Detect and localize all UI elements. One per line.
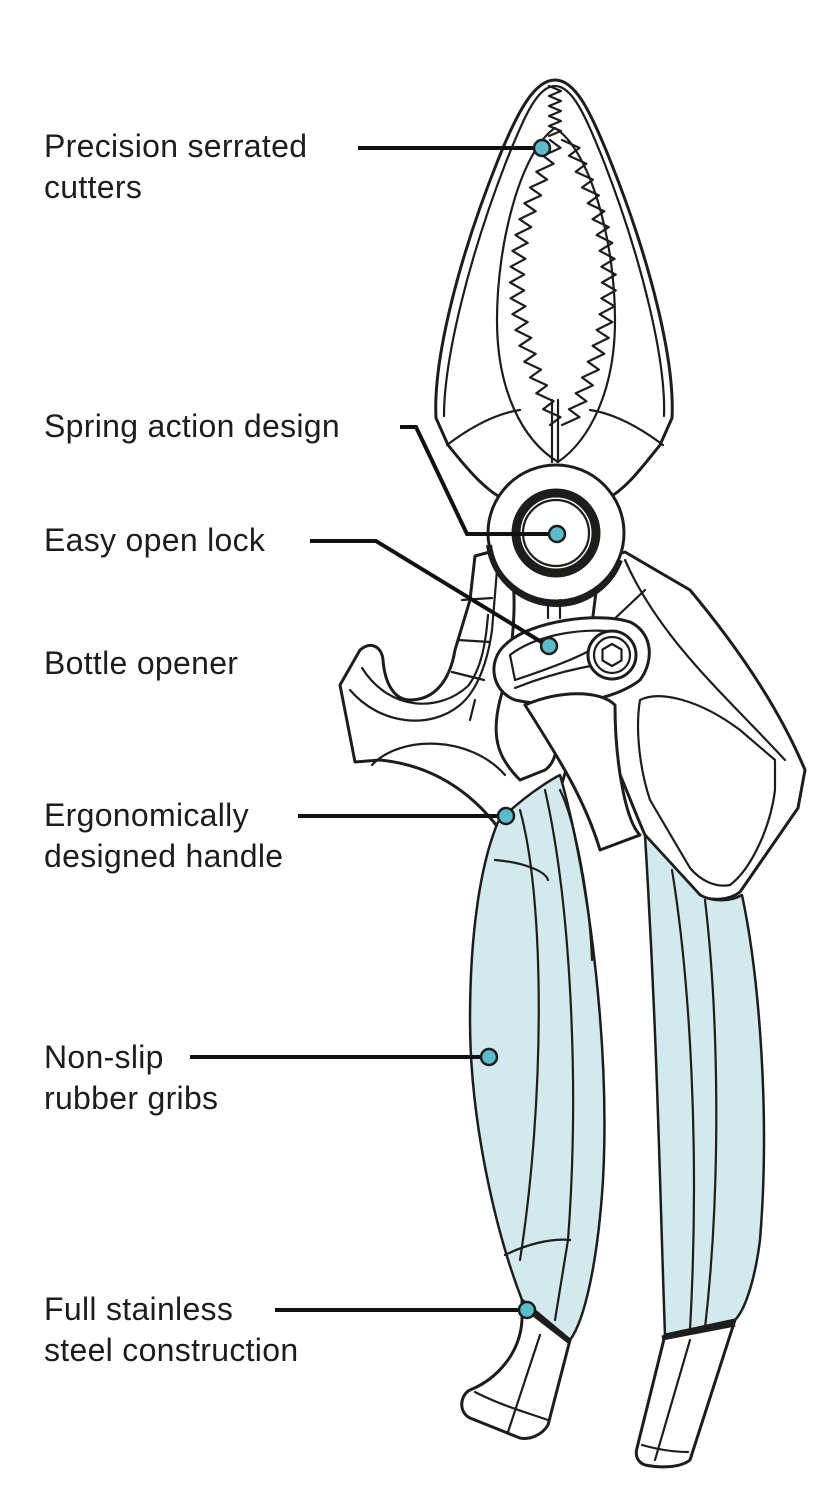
callout-dot-steel xyxy=(517,1300,537,1320)
right-handle-tip xyxy=(634,1318,737,1469)
callout-dot-handle xyxy=(496,806,516,826)
label-precision-serrated-cutters: Precision serrated cutters xyxy=(44,128,308,205)
callout-leaders xyxy=(190,138,567,1320)
label-ergonomically-designed-handle: Ergonomically designed handle xyxy=(44,797,284,874)
hex-bolt xyxy=(601,642,623,668)
left-handle-tip xyxy=(460,1298,572,1440)
leader-spring-action-design xyxy=(400,425,556,536)
serrated-teeth-tip xyxy=(547,84,563,138)
jaws xyxy=(434,78,674,502)
serrated-teeth-right xyxy=(560,138,617,427)
label-non-slip-rubber-grips: Non-slip rubber gribs xyxy=(44,1039,219,1116)
serrated-teeth-left xyxy=(508,138,562,427)
callout-dot-lock xyxy=(539,636,559,656)
callout-dot-grips xyxy=(479,1047,499,1067)
label-bottle-opener: Bottle opener xyxy=(44,645,239,681)
center-shaft xyxy=(523,692,642,852)
callout-dot-cutters xyxy=(532,138,552,158)
label-easy-open-lock: Easy open lock xyxy=(44,522,266,558)
label-spring-action-design: Spring action design xyxy=(44,408,340,444)
left-handle xyxy=(338,546,606,1440)
callout-dot-spring xyxy=(547,524,567,544)
label-full-stainless-steel-construction: Full stainless steel construction xyxy=(44,1291,299,1368)
leader-easy-open-lock xyxy=(310,539,550,648)
right-grip xyxy=(643,833,766,1337)
